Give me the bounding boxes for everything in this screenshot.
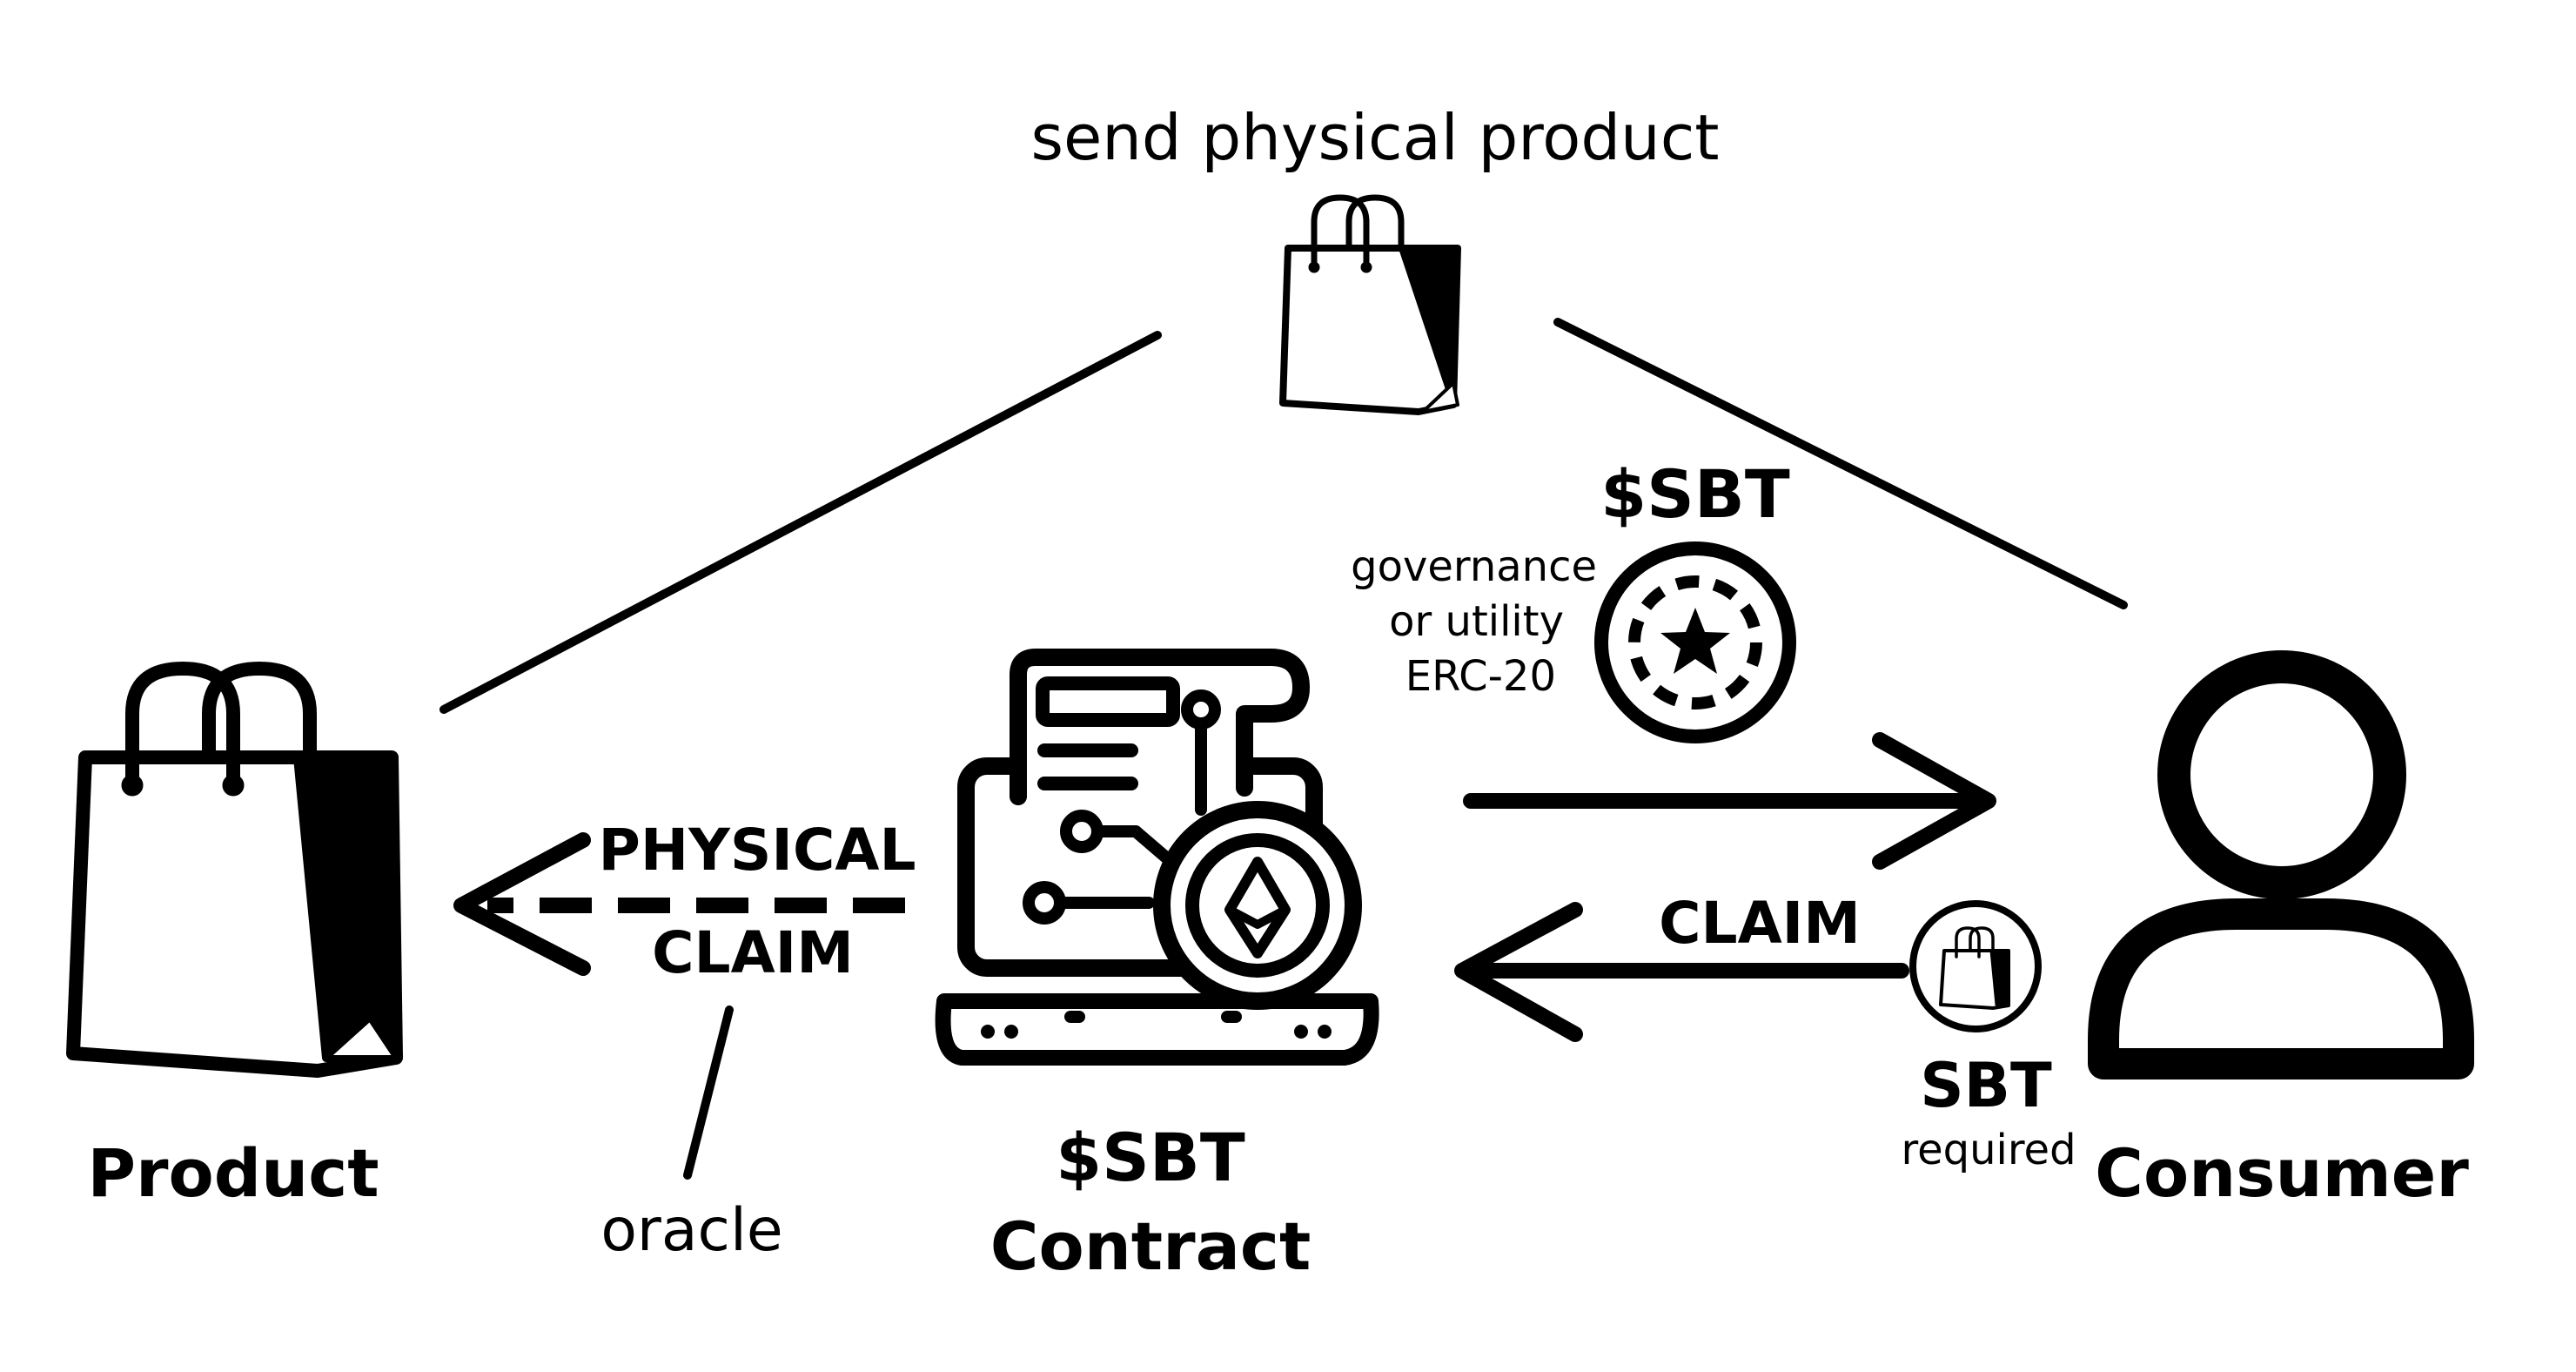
- sbt-badge-subtitle: required: [1901, 1126, 2076, 1174]
- token-desc-line1: governance: [1351, 542, 1597, 591]
- product-bag-icon: [66, 662, 403, 1078]
- consumer-person-icon: [2088, 650, 2474, 1079]
- oracle-label: oracle: [600, 1196, 783, 1265]
- physical-claim-line1: PHYSICAL: [591, 822, 923, 879]
- token-desc-line2: or utility: [1389, 597, 1564, 646]
- token-coin-icon: [1594, 541, 1796, 743]
- token-arrow-to-consumer: [1463, 732, 1996, 870]
- connector-lines: [439, 318, 2128, 714]
- product-label: Product: [87, 1134, 379, 1212]
- token-desc-line3: ERC-20: [1405, 652, 1556, 701]
- shipment-bag-icon: [1279, 194, 1461, 415]
- top-title: send physical product: [1030, 101, 1720, 174]
- token-star-icon: [1660, 608, 1730, 674]
- physical-claim-arrow: [453, 832, 905, 976]
- physical-claim-line2: CLAIM: [645, 925, 861, 982]
- contract-laptop-icon: [935, 649, 1379, 1066]
- sbt-badge-icon: [1909, 900, 2042, 1032]
- token-title: $SBT: [1600, 455, 1790, 533]
- connector-line-left: [439, 331, 1162, 714]
- claim-label: CLAIM: [1659, 890, 1861, 957]
- consumer-label: Consumer: [2095, 1134, 2469, 1212]
- oracle-line: [683, 1005, 734, 1180]
- connector-line-right: [1553, 318, 2128, 609]
- physical-claim-arrowhead: [453, 832, 591, 976]
- claim-arrow-to-contract: [1454, 902, 1909, 1042]
- sbt-badge-title: SBT: [1920, 1050, 2052, 1121]
- contract-label-line2: Contract: [989, 1207, 1311, 1285]
- contract-label-line1: $SBT: [1056, 1119, 1245, 1196]
